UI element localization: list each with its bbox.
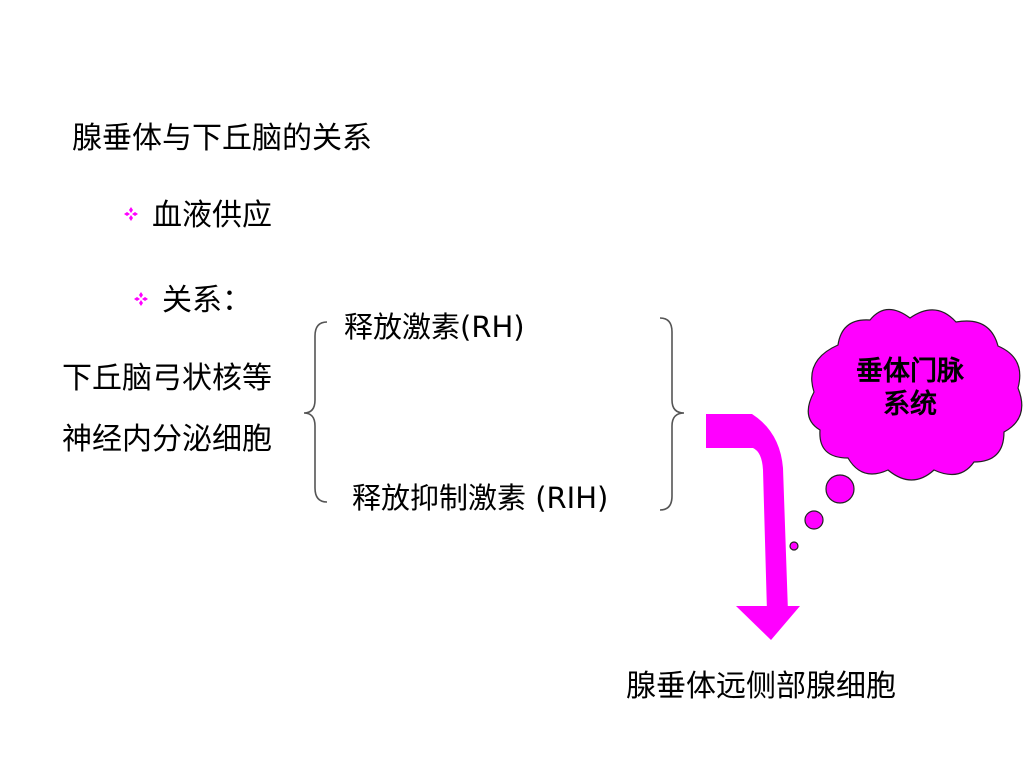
hormone-rih: 释放抑制激素 (RIH): [352, 481, 609, 515]
source-line-1: 下丘脑弓状核等: [62, 361, 272, 396]
hormone-rh: 释放激素(RH): [344, 310, 525, 344]
bullet-blood-supply: 血液供应: [152, 198, 272, 233]
curved-arrow-icon: [706, 414, 800, 640]
left-brace: [303, 321, 328, 503]
bullet-relationship: 关系：: [162, 283, 252, 318]
cloud-label-portal-system: 垂体门脉系统: [856, 356, 964, 420]
right-brace: [659, 317, 685, 511]
source-line-2: 神经内分泌细胞: [62, 422, 272, 457]
thought-cloud-icon: [789, 308, 1023, 551]
target-cells: 腺垂体远侧部腺细胞: [626, 669, 896, 704]
diamond-cluster-icon: [124, 207, 138, 221]
diamond-cluster-icon: [134, 292, 148, 306]
slide-title: 腺垂体与下丘脑的关系: [72, 121, 372, 156]
